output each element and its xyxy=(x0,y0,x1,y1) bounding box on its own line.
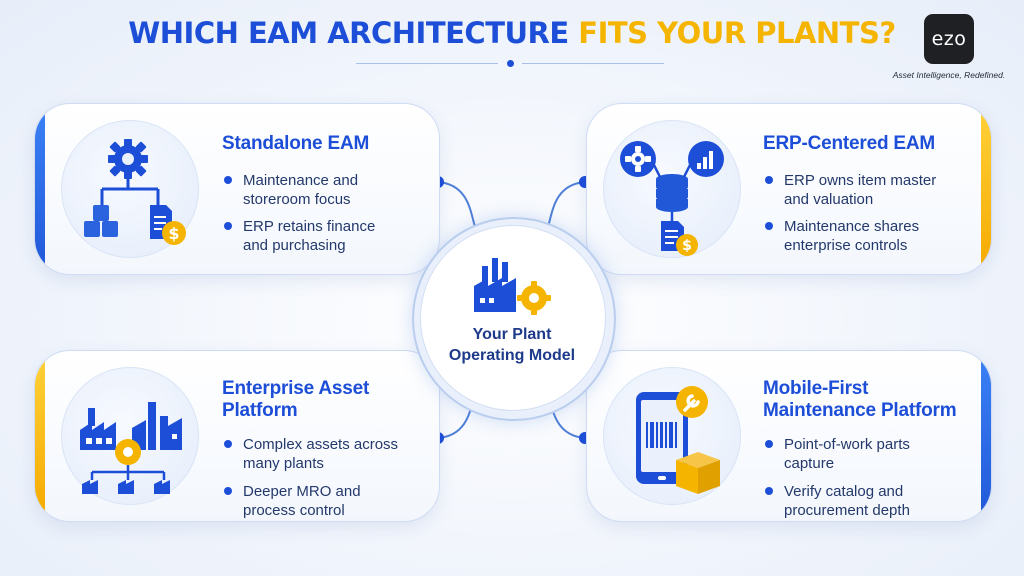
brand-tagline: Asset Intelligence, Redefined. xyxy=(892,70,1006,80)
bullet-line: enterprise controls xyxy=(784,237,908,254)
card-enterprise-asset-platform: Enterprise Asset Platform Complex assets… xyxy=(34,350,440,522)
standalone-eam-icon: $ xyxy=(61,120,199,258)
enterprise-asset-platform-icon xyxy=(61,367,199,505)
bullet-dot xyxy=(224,487,232,495)
bullet-line: procurement depth xyxy=(784,502,910,519)
card-title: Enterprise Asset Platform xyxy=(222,378,369,422)
bullet-item: Maintenance and storeroom focus xyxy=(224,171,359,209)
bullet-dot xyxy=(765,440,773,448)
bullet-line: process control xyxy=(243,502,345,519)
bullet-line: capture xyxy=(784,455,835,472)
center-hub xyxy=(420,225,606,411)
card-title-line: Mobile-First xyxy=(763,378,869,399)
bullet-line: many plants xyxy=(243,455,324,472)
bullet-line: ERP retains finance xyxy=(243,218,376,235)
mobile-first-platform-icon xyxy=(603,367,741,505)
svg-text:$: $ xyxy=(682,238,692,254)
bullet-item: ERP owns item master and valuation xyxy=(765,171,937,209)
card-accent-bar xyxy=(35,351,45,521)
title-part-1: WHICH EAM ARCHITECTURE xyxy=(128,16,569,50)
bullet-line: and purchasing xyxy=(243,237,346,254)
card-erp-centered-eam: $ ERP-Centered EAM ERP owns item master … xyxy=(586,103,992,275)
bullet-dot xyxy=(765,487,773,495)
title-divider-right xyxy=(522,63,664,64)
center-label-line-2: Operating Model xyxy=(448,347,576,364)
bullet-line: storeroom focus xyxy=(243,191,351,208)
page-title: WHICH EAM ARCHITECTURE FITS YOUR PLANTS? xyxy=(0,16,1024,50)
svg-text:$: $ xyxy=(168,224,179,243)
bullet-dot xyxy=(224,176,232,184)
bullet-line: Complex assets across xyxy=(243,436,399,453)
card-accent-bar xyxy=(981,351,991,521)
bullet-item: ERP retains finance and purchasing xyxy=(224,217,376,255)
card-accent-bar xyxy=(981,104,991,274)
bullet-dot xyxy=(224,440,232,448)
ezo-logo: ezo xyxy=(924,14,974,64)
bullet-dot xyxy=(765,176,773,184)
center-label-line-1: Your Plant xyxy=(472,326,552,343)
bullet-line: Deeper MRO and xyxy=(243,483,361,500)
bullet-item: Complex assets across many plants xyxy=(224,435,399,473)
bullet-line: Verify catalog and xyxy=(784,483,904,500)
card-title-line: Enterprise Asset xyxy=(222,378,370,399)
card-mobile-first-maintenance-platform: Mobile-First Maintenance Platform Point-… xyxy=(586,350,992,522)
bullet-item: Verify catalog and procurement depth xyxy=(765,482,910,520)
card-title: ERP-Centered EAM xyxy=(763,133,936,154)
erp-centered-eam-icon: $ xyxy=(603,120,741,258)
card-standalone-eam: $ Standalone EAM Maintenance and storero… xyxy=(34,103,440,275)
bullet-dot xyxy=(765,222,773,230)
bullet-item: Deeper MRO and process control xyxy=(224,482,361,520)
title-divider-dot xyxy=(507,60,514,67)
bullet-dot xyxy=(224,222,232,230)
logo-text: ezo xyxy=(931,28,967,50)
bullet-line: Maintenance and xyxy=(243,172,359,189)
bullet-line: Point-of-work parts xyxy=(784,436,910,453)
card-title: Mobile-First Maintenance Platform xyxy=(763,378,957,422)
bullet-item: Point-of-work parts capture xyxy=(765,435,910,473)
bullet-line: and valuation xyxy=(784,191,874,208)
bullet-line: ERP owns item master xyxy=(784,172,937,189)
title-part-2: FITS YOUR PLANTS? xyxy=(578,16,896,50)
card-accent-bar xyxy=(35,104,45,274)
card-title-line: Platform xyxy=(222,400,298,421)
bullet-item: Maintenance shares enterprise controls xyxy=(765,217,920,255)
card-title-line: Maintenance Platform xyxy=(763,400,957,421)
bullet-line: Maintenance shares xyxy=(784,218,920,235)
card-title: Standalone EAM xyxy=(222,133,370,154)
title-divider-left xyxy=(356,63,498,64)
